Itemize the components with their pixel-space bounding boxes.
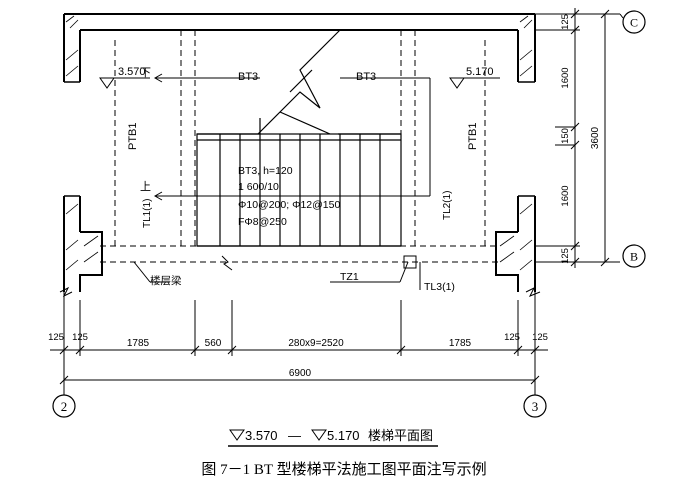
wall-hatch: [65, 15, 533, 271]
dim-bottom-125-d: 125: [532, 332, 548, 343]
grid-bubble-3: 3: [523, 394, 547, 418]
svg-text:2: 2: [61, 399, 68, 414]
svg-text:3: 3: [532, 399, 539, 414]
up-label: 上: [140, 180, 151, 193]
annotation-line-1: BT3, h=120: [238, 165, 293, 177]
subtitle-text: 楼梯平面图: [368, 428, 433, 443]
dim-right-1600-top: 1600: [560, 67, 571, 88]
subtitle-dash: —: [288, 428, 301, 443]
tl3-label: TL3(1): [424, 281, 455, 293]
annotation-line-2: 1 600/10: [238, 181, 279, 193]
right-dimensions: [535, 8, 620, 268]
dim-right-125-top: 125: [560, 14, 571, 30]
level-marker-right: 5.170: [449, 66, 500, 89]
tz1-label: TZ1: [340, 271, 359, 283]
tz1-column: [403, 255, 417, 269]
dim-bottom-560: 560: [205, 338, 222, 349]
dim-right-150: 150: [560, 128, 571, 144]
walls: [59, 13, 541, 298]
ptb-right-label: PTB1: [467, 122, 479, 150]
annotation-line-4: FΦ8@250: [238, 216, 287, 228]
bt3-right-label: BT3: [356, 71, 376, 83]
grid-bubble-2: 2: [52, 394, 76, 418]
level-right-text: 5.170: [466, 66, 494, 78]
stair-flight: [196, 133, 402, 247]
subtitle-level-a: 3.570: [245, 428, 278, 443]
figure-title: 图 7－1 BT 型楼梯平法施工图平面注写示例: [201, 461, 486, 478]
grid-bubble-c: C: [619, 10, 646, 34]
annotation-line-3: Φ10@200; Φ12@150: [238, 199, 340, 211]
level-left-text: 3.570: [118, 66, 146, 78]
level-marker-left: 3.570: [99, 66, 150, 89]
svg-text:C: C: [630, 16, 638, 30]
grid-bubble-b: B: [622, 244, 646, 268]
floor-beam-label: 楼层梁: [150, 274, 182, 287]
dim-bottom-overall: 6900: [289, 368, 312, 379]
dim-right-total: 3600: [590, 126, 601, 149]
beam-break-mark: [221, 255, 233, 271]
tl1-label: TL1(1): [142, 199, 153, 228]
dim-bottom-125-c: 125: [504, 332, 520, 343]
upper-flight: [197, 29, 401, 135]
dim-right-1600-bottom: 1600: [560, 185, 571, 206]
tl2-label: TL2(1): [442, 191, 453, 220]
dim-bottom-treads: 280x9=2520: [288, 338, 344, 349]
dim-bottom-1785-left: 1785: [127, 338, 150, 349]
direction-arrows: [133, 73, 431, 290]
drawing-subtitle: 3.570 — 5.170 楼梯平面图: [228, 428, 438, 447]
bottom-dimensions: [50, 292, 548, 395]
svg-text:B: B: [630, 250, 638, 264]
subtitle-level-b: 5.170: [327, 428, 360, 443]
dim-bottom-125-b: 125: [72, 332, 88, 343]
dim-bottom-125-a: 125: [48, 332, 64, 343]
dim-bottom-1785-right: 1785: [449, 338, 472, 349]
ptb-left-label: PTB1: [127, 122, 139, 150]
down-label: 下: [140, 67, 151, 79]
bt3-left-label: BT3: [238, 71, 258, 83]
dim-right-125-bottom: 125: [560, 248, 571, 264]
